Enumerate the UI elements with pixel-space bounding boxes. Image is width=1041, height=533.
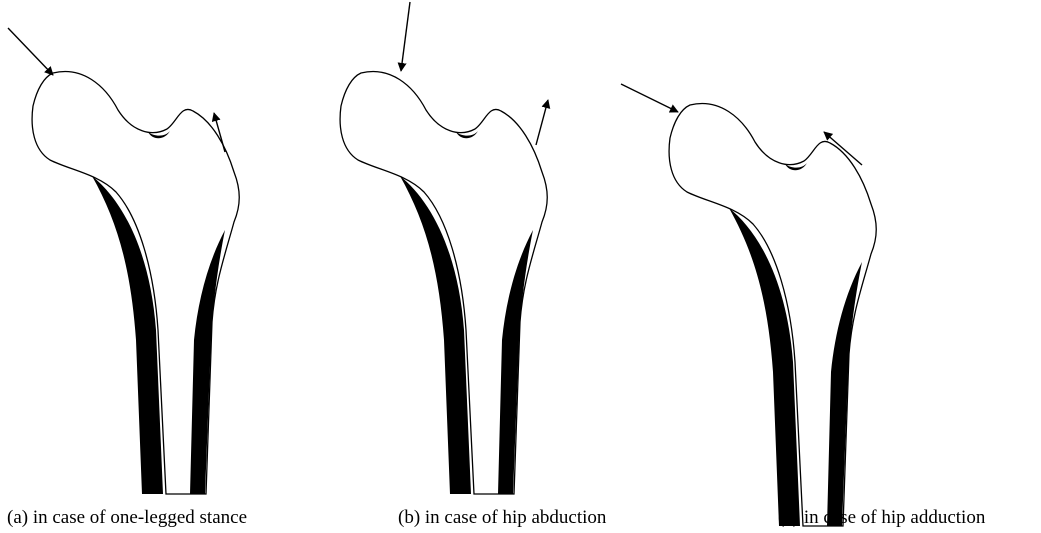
femur-b <box>340 72 547 494</box>
caption-hip-abduction: (b) in case of hip abduction <box>398 507 606 529</box>
load-arrow-a <box>8 28 53 75</box>
load-arrow-b <box>401 2 410 71</box>
panel-c <box>621 84 876 526</box>
caption-hip-adduction: (c) in case of hip adduction <box>778 507 985 529</box>
load-arrow-c <box>621 84 678 112</box>
muscle-arrow-b <box>536 100 548 145</box>
caption-one-legged-stance: (a) in case of one-legged stance <box>7 507 247 529</box>
panel-a <box>8 28 239 494</box>
femur-c <box>669 104 876 526</box>
femur-a <box>32 72 239 494</box>
panel-b <box>340 2 548 494</box>
